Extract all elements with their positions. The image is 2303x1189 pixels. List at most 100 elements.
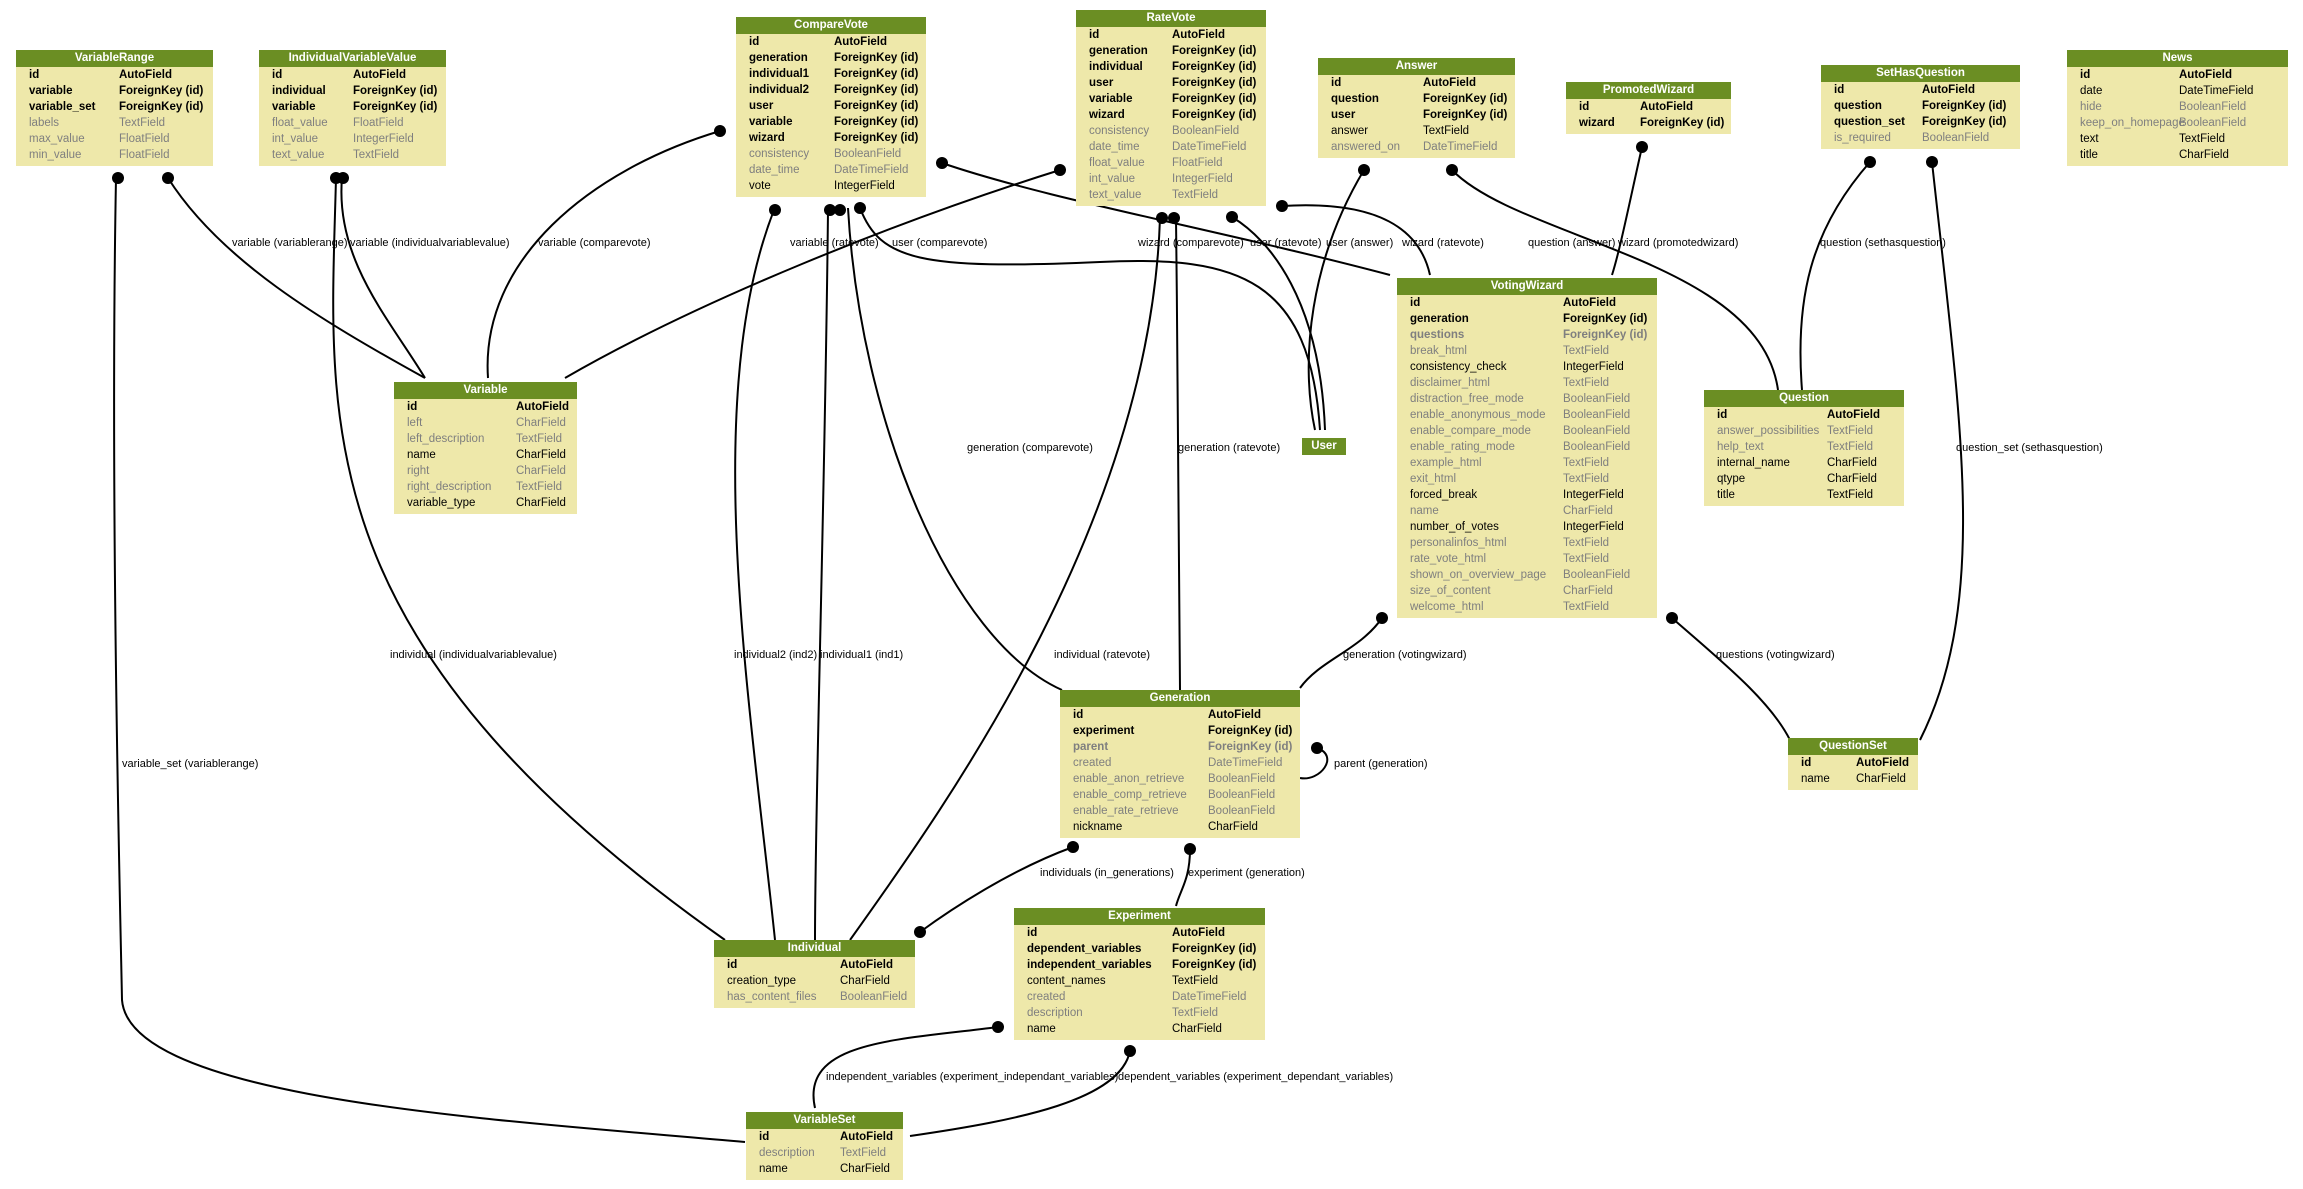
model-title: CompareVote: [736, 17, 926, 34]
relation-line: [564, 169, 1061, 379]
model-title: Variable: [394, 382, 577, 399]
relation-end-dot: [914, 926, 926, 938]
relation-line: [1799, 161, 1871, 391]
field-name: nickname: [1073, 821, 1123, 833]
field-name: description: [759, 1147, 815, 1159]
field-name: qtype: [1717, 473, 1746, 485]
field-type: BooleanField: [1563, 569, 1631, 581]
field-type: ForeignKey (id): [1208, 741, 1293, 753]
relation-end-dot: [337, 172, 349, 184]
field-type: ForeignKey (id): [1172, 93, 1257, 105]
model-title: RateVote: [1076, 10, 1266, 27]
field-name: wizard: [1579, 117, 1615, 129]
field-type: IntegerField: [353, 133, 414, 145]
relation-end-dot: [824, 204, 836, 216]
field-name: name: [1801, 773, 1830, 785]
field-name: answered_on: [1331, 141, 1401, 153]
field-type: TextField: [1563, 553, 1610, 565]
model-field-row: consistency BooleanField: [1076, 123, 1266, 139]
field-type: ForeignKey (id): [1423, 93, 1508, 105]
relation-line: [814, 209, 829, 941]
relation-label: generation (comparevote): [967, 442, 1093, 454]
field-type: CharField: [516, 497, 566, 509]
field-type: BooleanField: [1172, 125, 1240, 137]
relation-end-dot: [1054, 164, 1066, 176]
field-name: generation: [749, 52, 808, 64]
field-name: question: [1834, 100, 1882, 112]
field-name: example_html: [1410, 457, 1482, 469]
field-type: ForeignKey (id): [1423, 109, 1508, 121]
field-name: id: [407, 401, 418, 413]
field-name: content_names: [1027, 975, 1106, 987]
field-name: float_value: [1089, 157, 1145, 169]
relation-end-dot: [1276, 200, 1288, 212]
relation-label: user (ratevote): [1250, 237, 1322, 249]
field-type: ForeignKey (id): [1172, 943, 1257, 955]
relation-line: [113, 177, 746, 1143]
model-title: QuestionSet: [1788, 738, 1918, 755]
relation-end-dot: [992, 1021, 1004, 1033]
field-type: BooleanField: [1563, 425, 1631, 437]
field-name: experiment: [1073, 725, 1135, 737]
field-name: enable_rate_retrieve: [1073, 805, 1179, 817]
field-type: TextField: [1827, 441, 1874, 453]
relation-end-dot: [1067, 841, 1079, 853]
field-type: TextField: [516, 481, 563, 493]
field-type: DateTimeField: [1172, 141, 1247, 153]
field-type: DateTimeField: [834, 164, 909, 176]
relation-line: [909, 1050, 1131, 1137]
field-name: variable_set: [29, 101, 96, 113]
field-name: variable: [29, 85, 73, 97]
field-name: user: [1331, 109, 1356, 121]
field-name: vote: [749, 180, 771, 192]
field-name: name: [1410, 505, 1439, 517]
model-title: Generation: [1060, 690, 1300, 707]
field-name: size_of_content: [1410, 585, 1491, 597]
field-name: text_value: [272, 149, 325, 161]
field-name: consistency: [1089, 125, 1150, 137]
field-name: id: [1089, 29, 1100, 41]
field-type: ForeignKey (id): [353, 85, 438, 97]
field-type: BooleanField: [1563, 441, 1631, 453]
relation-label: user (comparevote): [892, 237, 987, 249]
field-type: IntegerField: [1563, 521, 1624, 533]
relation-line: [1611, 146, 1643, 276]
model-title: VotingWizard: [1397, 278, 1657, 295]
relation-line: [167, 177, 426, 379]
field-name: name: [407, 449, 436, 461]
relation-label: wizard (comparevote): [1137, 237, 1244, 249]
field-name: id: [272, 69, 283, 81]
field-name: keep_on_homepage: [2080, 117, 2185, 129]
relation-label: variable (comparevote): [538, 237, 651, 249]
field-type: TextField: [1563, 345, 1610, 357]
field-name: right: [407, 465, 430, 477]
